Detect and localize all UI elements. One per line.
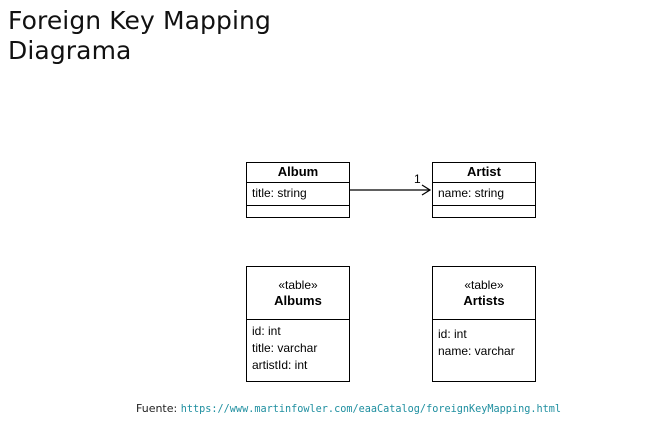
albums-table-box: «table» Albums id: int title: varchar ar…	[246, 266, 350, 382]
albums-column-title: title: varchar	[252, 341, 318, 355]
multiplicity-label: 1	[414, 172, 421, 186]
album-class-operations	[247, 205, 349, 216]
artist-class-name: Artist	[467, 164, 501, 179]
artists-table-header: «table» Artists	[433, 267, 535, 320]
arrow-head	[421, 184, 432, 196]
artists-table-stereotype: «table»	[464, 278, 504, 292]
albums-table-columns: id: int title: varchar artistId: int	[247, 320, 349, 374]
title-line-1: Foreign Key Mapping	[8, 6, 271, 35]
source-link[interactable]: https://www.martinfowler.com/eaaCatalog/…	[180, 404, 562, 415]
artist-class-attributes: name: string	[433, 183, 535, 205]
artists-table-name: Artists	[463, 293, 505, 308]
artist-class-box: Artist name: string	[432, 162, 536, 218]
artists-table-columns: id: int name: varchar	[433, 320, 535, 360]
artists-column-id: id: int	[438, 327, 467, 341]
album-class-header: Album	[247, 163, 349, 183]
artists-column-name: name: varchar	[438, 344, 515, 358]
album-class-name: Album	[277, 164, 319, 179]
album-attribute-title: title: string	[252, 186, 307, 200]
albums-table-header: «table» Albums	[247, 267, 349, 320]
source-label: Fuente:	[136, 402, 178, 415]
artists-table-box: «table» Artists id: int name: varchar	[432, 266, 536, 382]
albums-table-stereotype: «table»	[278, 278, 318, 292]
artist-class-operations	[433, 205, 535, 216]
slide-title: Foreign Key Mapping Diagrama	[8, 6, 271, 66]
artist-attribute-name: name: string	[438, 186, 505, 200]
albums-table-name: Albums	[274, 293, 322, 308]
title-line-2: Diagrama	[8, 36, 132, 65]
album-class-attributes: title: string	[247, 183, 349, 205]
album-class-box: Album title: string	[246, 162, 350, 218]
source-line: Fuente: https://www.martinfowler.com/eaa…	[136, 402, 561, 417]
albums-column-id: id: int	[252, 324, 281, 338]
artist-class-header: Artist	[433, 163, 535, 183]
albums-column-artistid: artistId: int	[252, 358, 308, 372]
